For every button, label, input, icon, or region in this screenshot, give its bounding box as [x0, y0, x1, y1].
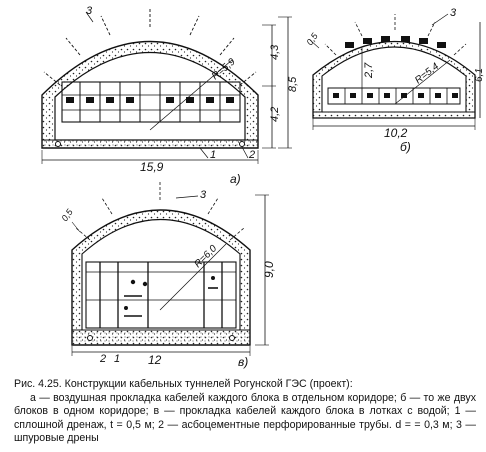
dim-b-h-total: 6,1: [474, 68, 485, 82]
dim-c-height: 9,0: [262, 261, 276, 278]
drawing-b-label: б): [400, 140, 411, 154]
dim-a-h-bottom: 4,2: [269, 107, 281, 122]
callout-a-3: 3: [86, 5, 93, 17]
dim-a-h-top: 4,3: [269, 44, 281, 60]
caption-body: а — воздушная прокладка кабелей каждого …: [14, 391, 476, 445]
dim-c-part-2: 2: [99, 353, 106, 365]
dim-c-left: 0,5: [59, 206, 75, 223]
tunnel-drawing-c: [71, 182, 269, 356]
figure-caption: Рис. 4.25. Конструкции кабельных туннеле…: [14, 378, 476, 446]
dim-a-part-2: 2: [248, 149, 255, 161]
dim-b-h-inner: 2,7: [363, 62, 375, 79]
dim-a-h-total: 8,5: [287, 76, 299, 92]
dim-a-width: 15,9: [140, 160, 164, 174]
dim-b-left: 0,5: [304, 30, 320, 47]
dim-c-part-1: 1: [114, 353, 120, 365]
tunnel-drawing-a: [41, 8, 292, 164]
drawing-c-label: в): [238, 355, 248, 369]
caption-title: Рис. 4.25. Конструкции кабельных туннеле…: [14, 378, 353, 390]
dim-c-width: 12: [148, 353, 162, 367]
drawing-a-label: а): [230, 172, 241, 186]
callout-c-3: 3: [200, 189, 207, 201]
dim-a-part-1: 1: [210, 149, 216, 161]
callout-b-3: 3: [450, 7, 457, 19]
tunnel-drawing-b: [309, 13, 481, 130]
dim-b-width: 10,2: [384, 126, 408, 140]
